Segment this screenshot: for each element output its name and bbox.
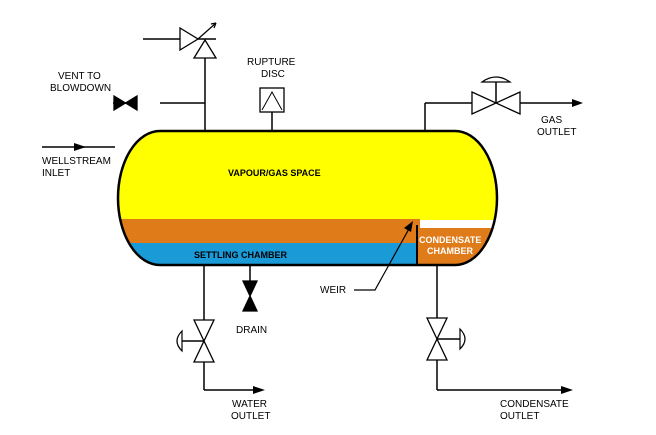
gas-outlet-line <box>424 76 583 131</box>
wellstream-label-line2: INLET <box>42 168 70 179</box>
vent-label-line2: BLOWDOWN <box>50 83 111 94</box>
blowdown-valve[interactable] <box>113 94 138 112</box>
separator-vessel <box>116 129 499 267</box>
relief-valve[interactable] <box>143 22 218 59</box>
water-outlet-line <box>176 265 265 394</box>
condensate-outlet-label-line2: OUTLET <box>500 411 539 422</box>
rupture-disc[interactable] <box>259 87 285 131</box>
vapour-space-region <box>118 131 497 220</box>
water-outlet-label-line2: OUTLET <box>231 411 270 422</box>
wellstream-inlet-line <box>42 143 115 151</box>
drain-line <box>241 265 259 312</box>
gas-outlet-label-line2: OUTLET <box>537 127 576 138</box>
drain-valve[interactable] <box>241 280 259 312</box>
drain-label: DRAIN <box>236 325 267 336</box>
condensate-outlet-arrow <box>561 386 573 394</box>
water-outlet-arrow <box>253 386 265 394</box>
wellstream-label-line1: WELLSTREAM <box>42 156 111 167</box>
rupture-disc-label-line1: RUPTURE <box>247 57 296 68</box>
condensate-chamber-label-line1: CONDENSATE <box>419 235 481 245</box>
vapour-space-label: VAPOUR/GAS SPACE <box>228 168 321 178</box>
gas-outlet-arrow <box>572 99 583 107</box>
vent-line <box>113 58 206 131</box>
weir-label: WEIR <box>320 285 346 296</box>
settling-chamber-label: SETTLING CHAMBER <box>194 250 287 260</box>
gas-outlet-label-line1: GAS <box>541 115 562 126</box>
settling-chamber-region <box>118 243 420 265</box>
oil-layer-region <box>118 219 420 243</box>
water-outlet-label-line1: WATER <box>232 399 267 410</box>
inlet-arrow <box>74 143 86 151</box>
condensate-outlet-line <box>425 265 573 394</box>
weir-pointer <box>354 221 413 291</box>
condensate-outlet-label-line1: CONDENSATE <box>500 399 569 410</box>
rupture-disc-label-line2: DISC <box>261 69 285 80</box>
vent-label-line1: VENT TO <box>58 71 101 82</box>
condensate-chamber-label-line2: CHAMBER <box>427 246 473 256</box>
